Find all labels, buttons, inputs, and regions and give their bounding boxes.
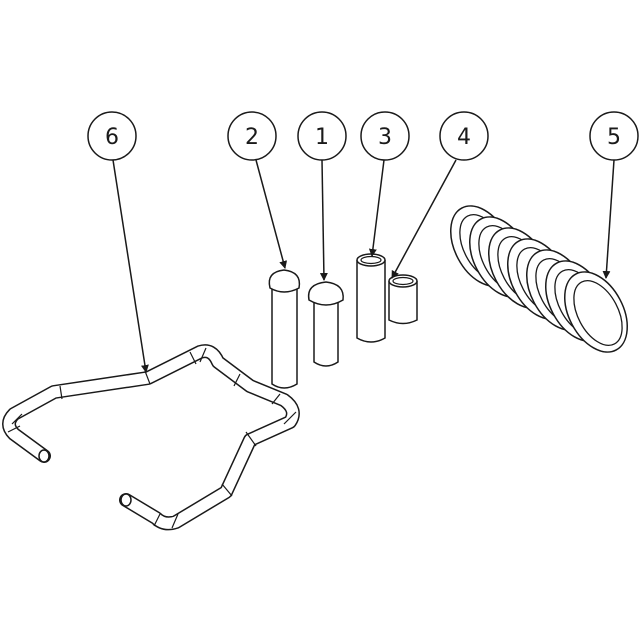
callout-2: 2 [227,111,277,161]
callout-label-1: 1 [315,125,329,150]
leader-line-1 [319,159,328,281]
spring-coil [564,271,628,353]
short-rivet-pin-part [307,281,344,367]
wire-bracket-part [2,344,300,531]
callout-label-6: 6 [105,125,119,150]
spring-coil-inner [573,280,623,346]
leader-lines [112,159,615,373]
leader-line-2 [255,159,288,269]
callout-3: 3 [360,111,410,161]
callout-label-2: 2 [245,125,259,150]
leader-line-3 [368,159,385,257]
callout-4: 4 [439,111,489,161]
leader-line-4 [391,159,457,279]
long-sleeve-part [356,253,386,343]
leader-line-5 [602,159,615,279]
callout-label-4: 4 [457,125,471,150]
callout-6: 6 [87,111,137,161]
coil-spring-part [450,205,628,353]
short-sleeve-part [388,274,418,325]
callout-5: 5 [589,111,639,161]
leader-line-6 [112,159,149,373]
long-rivet-pin-part [268,269,301,389]
callout-label-5: 5 [607,125,621,150]
callout-1: 1 [297,111,347,161]
callout-label-3: 3 [378,125,392,150]
